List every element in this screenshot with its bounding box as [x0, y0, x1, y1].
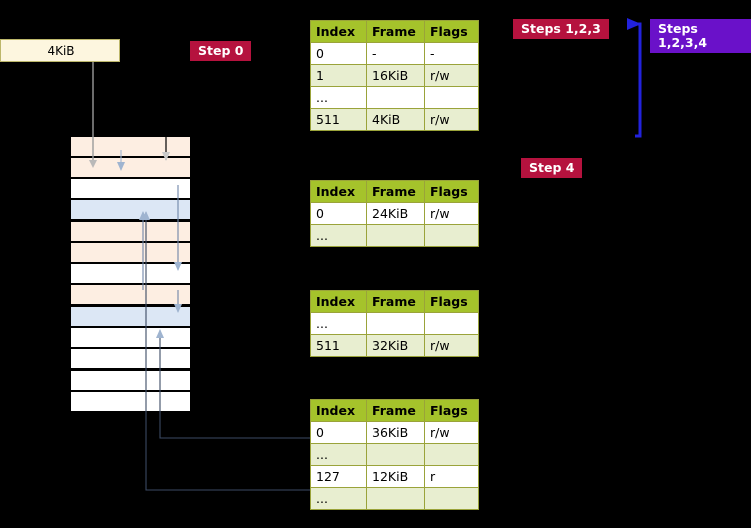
memory-row [70, 221, 191, 243]
cell-flags [424, 86, 479, 109]
memory-row [70, 306, 191, 328]
cell-frame: 12KiB [366, 465, 425, 488]
cell-flags: r/w [424, 64, 479, 87]
cell-index: ... [310, 224, 367, 247]
cell-index: 0 [310, 421, 367, 444]
cell-index: 0 [310, 202, 367, 225]
cell-index: ... [310, 443, 367, 466]
label-step-4: Step 4 [521, 158, 583, 178]
table-row: ... [310, 86, 479, 109]
cell-flags [424, 224, 479, 247]
memory-row [70, 178, 191, 200]
label-steps-123: Steps 1,2,3 [513, 19, 609, 39]
cell-flags: - [424, 42, 479, 65]
pd-table: Index Frame Flags ... 511 32KiB r/w [310, 290, 479, 357]
cell-flags: r/w [424, 334, 479, 357]
cell-frame: 16KiB [366, 64, 425, 87]
header-frame: Frame [366, 399, 425, 422]
table-row: 511 32KiB r/w [310, 334, 479, 357]
memory-row [70, 391, 191, 413]
cell-index: 1 [310, 64, 367, 87]
cell-frame: 32KiB [366, 334, 425, 357]
pt-table: Index Frame Flags 0 36KiB r/w ... 127 12… [310, 399, 479, 510]
cell-flags: r/w [424, 421, 479, 444]
header-index: Index [310, 20, 367, 43]
table-header-row: Index Frame Flags [310, 20, 479, 43]
memory-row [70, 199, 191, 221]
header-flags: Flags [424, 180, 479, 203]
cell-flags: r/w [424, 202, 479, 225]
memory-row [70, 284, 191, 306]
table-header-row: Index Frame Flags [310, 180, 479, 203]
header-flags: Flags [424, 290, 479, 313]
cell-flags [424, 487, 479, 510]
cell-frame: - [366, 42, 425, 65]
cell-frame [366, 487, 425, 510]
label-step-0: Step 0 [190, 41, 252, 61]
cell-index: 511 [310, 334, 367, 357]
memory-row [70, 157, 191, 179]
header-frame: Frame [366, 180, 425, 203]
pml4-table: Index Frame Flags 0 - - 1 16KiB r/w ... … [310, 20, 479, 131]
cell-index: 0 [310, 42, 367, 65]
cell-frame [366, 312, 425, 335]
cell-frame: 4KiB [366, 108, 425, 131]
cell-frame [366, 86, 425, 109]
cell-frame: 24KiB [366, 202, 425, 225]
pdpt-table: Index Frame Flags 0 24KiB r/w ... [310, 180, 479, 247]
cell-flags [424, 312, 479, 335]
memory-row [70, 327, 191, 349]
cell-index: ... [310, 487, 367, 510]
table-header-row: Index Frame Flags [310, 290, 479, 313]
memory-row [70, 136, 191, 158]
table-row: 0 - - [310, 42, 479, 65]
table-row: 1 16KiB r/w [310, 64, 479, 87]
cell-flags: r [424, 465, 479, 488]
table-row: ... [310, 312, 479, 335]
cell-index: ... [310, 312, 367, 335]
memory-row [70, 348, 191, 370]
header-index: Index [310, 180, 367, 203]
table-row: 127 12KiB r [310, 465, 479, 488]
cell-frame [366, 443, 425, 466]
page-box: 4KiB [0, 39, 120, 62]
cell-frame: 36KiB [366, 421, 425, 444]
cell-index: ... [310, 86, 367, 109]
memory-row [70, 242, 191, 264]
cell-flags: r/w [424, 108, 479, 131]
label-steps-1234: Steps 1,2,3,4 [650, 19, 751, 53]
cell-index: 127 [310, 465, 367, 488]
header-frame: Frame [366, 20, 425, 43]
header-index: Index [310, 290, 367, 313]
header-flags: Flags [424, 20, 479, 43]
table-header-row: Index Frame Flags [310, 399, 479, 422]
memory-row [70, 263, 191, 285]
header-frame: Frame [366, 290, 425, 313]
table-row: ... [310, 443, 479, 466]
table-row: 0 24KiB r/w [310, 202, 479, 225]
memory-column [70, 136, 191, 413]
table-row: 0 36KiB r/w [310, 421, 479, 444]
table-row: ... [310, 224, 479, 247]
header-flags: Flags [424, 399, 479, 422]
table-row: ... [310, 487, 479, 510]
cell-frame [366, 224, 425, 247]
table-row: 511 4KiB r/w [310, 108, 479, 131]
cell-flags [424, 443, 479, 466]
cell-index: 511 [310, 108, 367, 131]
memory-row [70, 370, 191, 392]
header-index: Index [310, 399, 367, 422]
page-box-label: 4KiB [47, 44, 75, 58]
